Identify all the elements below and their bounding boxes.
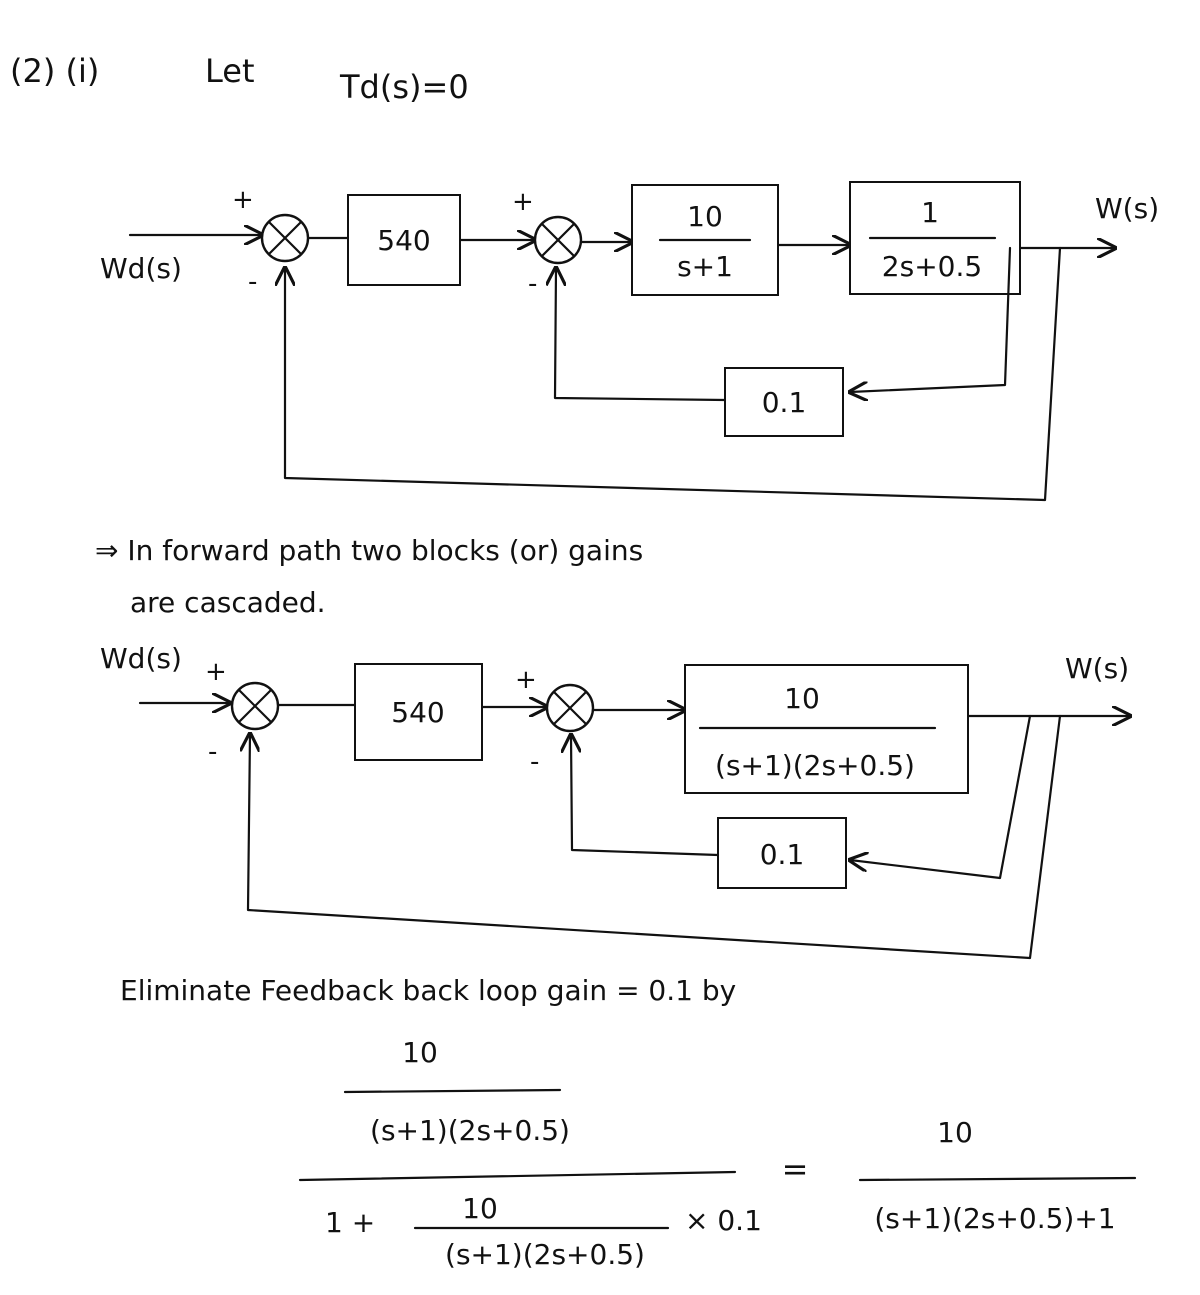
d2-plant-den: (s+1)(2s+0.5): [715, 749, 915, 782]
eq-den-num: 10: [462, 1192, 498, 1225]
eq-result-den: (s+1)(2s+0.5)+1: [874, 1202, 1115, 1235]
equation: 10 (s+1)(2s+0.5) 1 + 10 (s+1)(2s+0.5) × …: [298, 1036, 1137, 1271]
d2-gain-block: [354, 663, 483, 761]
d2-input-label: Wd(s): [100, 642, 182, 675]
eq-den-den: (s+1)(2s+0.5): [445, 1238, 645, 1271]
eq-result-num: 10: [937, 1116, 973, 1149]
d1-plant1-num: 10: [687, 200, 723, 233]
note-line-1: ⇒ In forward path two blocks (or) gains: [95, 534, 643, 567]
d1-plant2-den: 2s+0.5: [882, 250, 982, 283]
d1-gain-block: [347, 194, 461, 286]
d2-sj2-minus: -: [530, 747, 539, 777]
d1-sj2-minus: -: [528, 269, 537, 299]
d2-plant-num: 10: [784, 682, 820, 715]
d1-feedback-block: [724, 367, 844, 437]
d2-sj1-minus: -: [208, 737, 217, 767]
header-intro: Let: [205, 52, 255, 90]
d2-gain-value: 540: [391, 696, 444, 729]
d1-sj2-plus: +: [512, 187, 534, 217]
eq-den-tail: × 0.1: [685, 1204, 762, 1237]
d1-inner-feedback-in: [850, 246, 1012, 392]
diagram-1: Wd(s) W(s) + - 540 + - 10 s+1 1 2s+0.5: [100, 181, 1159, 502]
eq-den-lead: 1 +: [325, 1206, 375, 1239]
d1-sj1-plus: +: [232, 185, 254, 215]
d1-output-label: W(s): [1095, 192, 1159, 225]
d2-inner-feedback-in: [850, 714, 1032, 880]
d1-feedback-value: 0.1: [762, 386, 807, 419]
d2-sj1-plus: +: [205, 657, 227, 687]
eq-inner-num: 10: [402, 1036, 438, 1069]
eq-inner-den: (s+1)(2s+0.5): [370, 1114, 570, 1147]
d1-plant2-num: 1: [921, 196, 939, 229]
d1-inner-feedback-out: [555, 268, 727, 402]
eq-main-bar: [298, 1170, 737, 1182]
d1-sj1-minus: -: [248, 267, 257, 297]
eq-inner-bar: [343, 1088, 562, 1094]
d2-feedback-value: 0.1: [760, 838, 805, 871]
d2-sj2-plus: +: [515, 665, 537, 695]
eliminate-text: Eliminate Feedback back loop gain = 0.1 …: [120, 974, 736, 1007]
eq-equals: =: [782, 1150, 809, 1188]
d2-inner-feedback-out: [571, 735, 720, 857]
d2-outer-feedback: [248, 714, 1062, 960]
diagram-2: Wd(s) W(s) + - 540 + - 10 (s+1)(2s+0.5) …: [100, 642, 1130, 960]
d2-feedback-block: [717, 817, 847, 889]
problem-ref: (2) (i): [10, 52, 99, 90]
d1-input-label: Wd(s): [100, 252, 182, 285]
d1-plant1-den: s+1: [677, 250, 733, 283]
d1-outer-feedback: [285, 246, 1062, 502]
d1-gain-value: 540: [377, 224, 430, 257]
eq-result-bar: [858, 1176, 1137, 1182]
header-condition: Td(s)=0: [339, 68, 469, 106]
d2-output-label: W(s): [1065, 652, 1129, 685]
note-line-2: are cascaded.: [130, 586, 326, 619]
